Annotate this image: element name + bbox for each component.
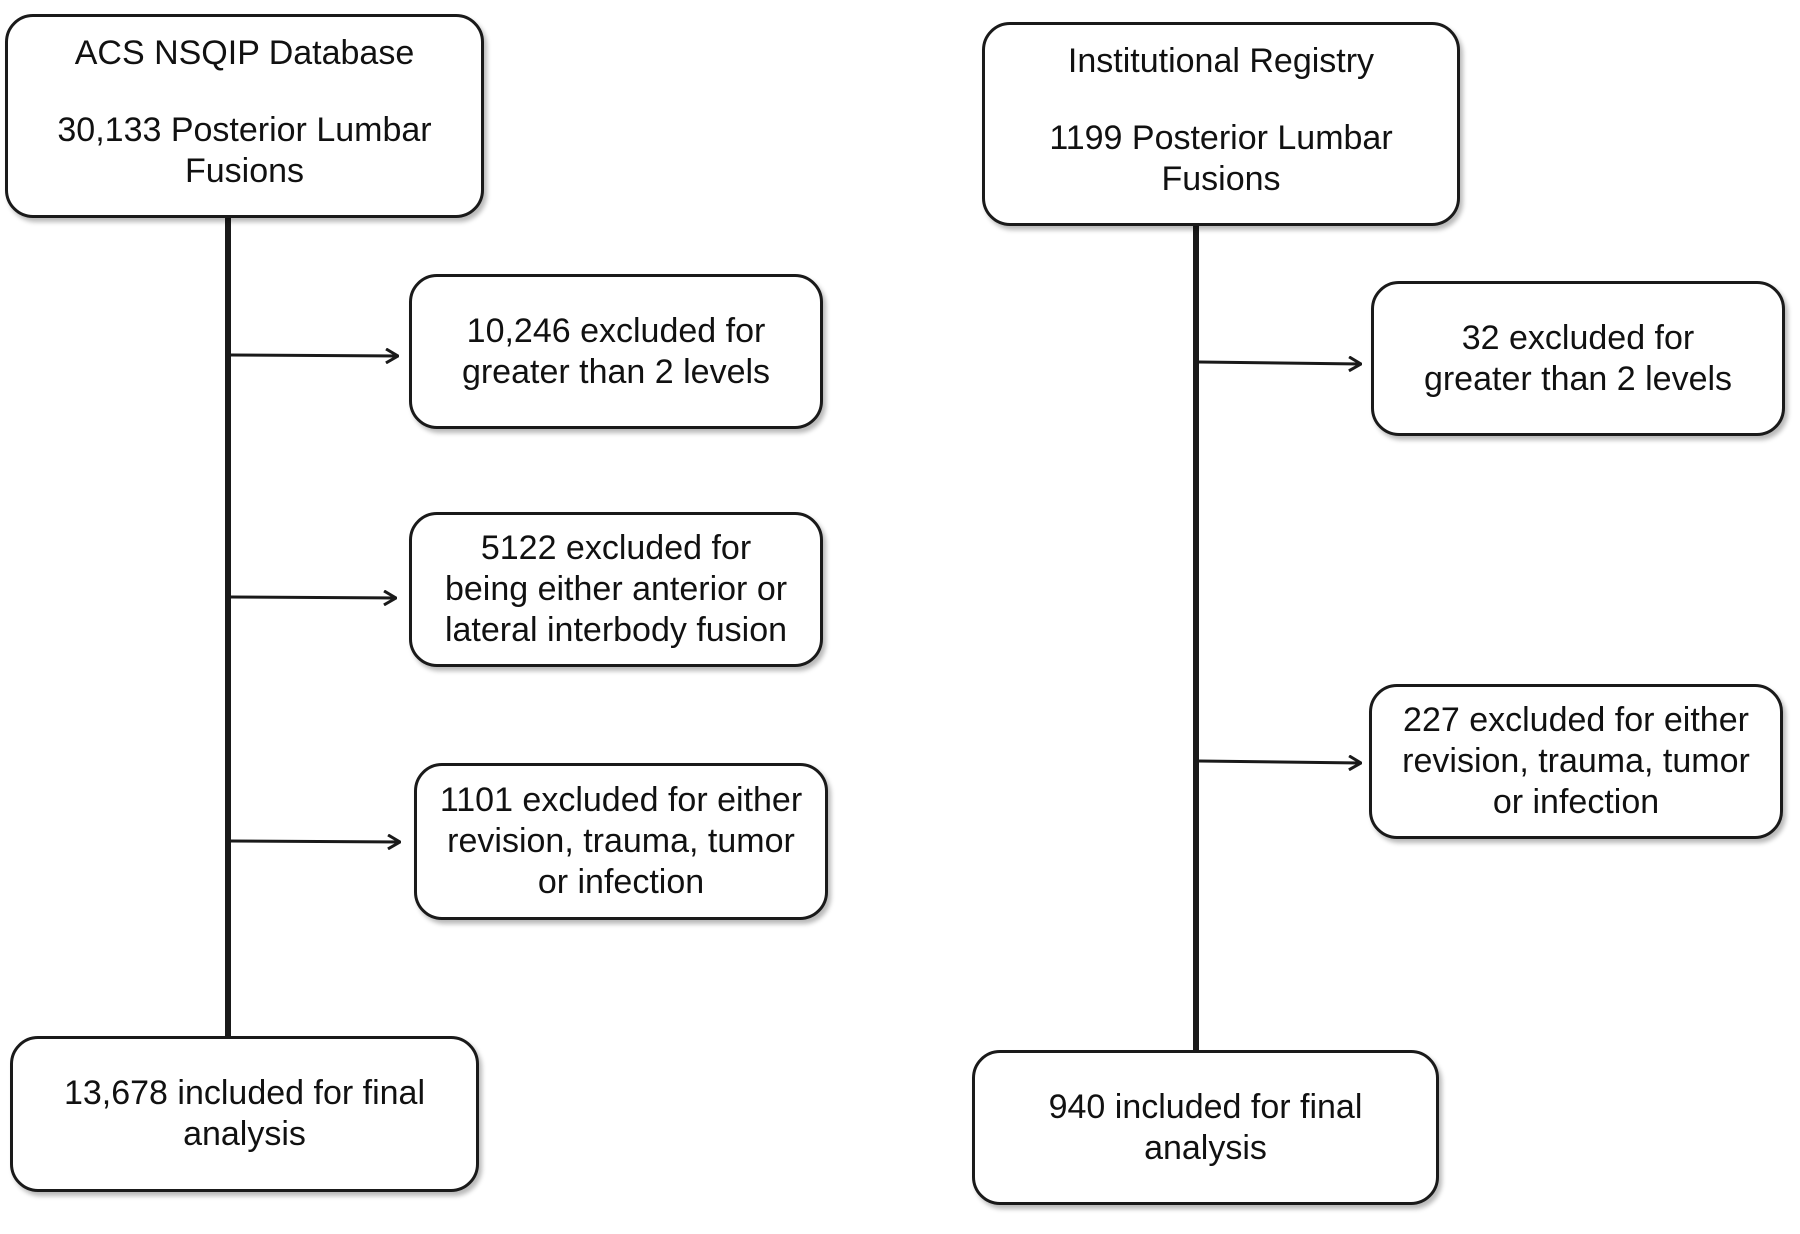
left-exclusion-box-1: 10,246 excluded for greater than 2 level… <box>409 274 823 429</box>
exclusion-text-line: or infection <box>537 863 705 901</box>
left-exclusion-arrow-2 <box>230 597 396 598</box>
exclusion-text-line: or infection <box>1492 783 1660 821</box>
right-source-box: Institutional Registry 1199 Posterior Lu… <box>982 22 1460 226</box>
exclusion-text-line: 10,246 excluded for <box>466 311 766 350</box>
right-source-count-line-2: Fusions <box>1161 160 1281 198</box>
left-exclusion-box-3: 1101 excluded for either revision, traum… <box>414 763 828 920</box>
exclusion-text-line: greater than 2 levels <box>461 352 771 391</box>
final-text-line: 13,678 included for final <box>63 1074 426 1112</box>
exclusion-text-line: 32 excluded for <box>1461 318 1695 357</box>
exclusion-text-line: revision, trauma, tumor <box>447 822 795 860</box>
exclusion-text-line: revision, trauma, tumor <box>1402 742 1750 780</box>
right-exclusion-box-2: 227 excluded for either revision, trauma… <box>1369 684 1783 839</box>
exclusion-text-line: greater than 2 levels <box>1423 359 1733 398</box>
left-source-box: ACS NSQIP Database 30,133 Posterior Lumb… <box>5 14 484 218</box>
left-exclusion-arrow-3 <box>230 841 400 842</box>
exclusion-text-line: 227 excluded for either <box>1403 701 1749 739</box>
exclusion-text-line: being either anterior or <box>444 570 788 608</box>
final-text-line: 940 included for final <box>1048 1087 1363 1126</box>
right-source-count-line-1: 1199 Posterior Lumbar <box>1049 119 1393 157</box>
exclusion-text-line: 1101 excluded for either <box>439 781 803 819</box>
final-text-line: analysis <box>1144 1128 1267 1167</box>
right-exclusion-arrow-2 <box>1198 761 1361 763</box>
exclusion-text-line: lateral interbody fusion <box>444 611 788 649</box>
left-final-box: 13,678 included for final analysis <box>10 1036 479 1192</box>
left-exclusion-box-2: 5122 excluded for being either anterior … <box>409 512 823 667</box>
left-source-title: ACS NSQIP Database <box>74 34 415 72</box>
final-text-line: analysis <box>183 1115 306 1153</box>
left-exclusion-arrow-1 <box>230 355 398 356</box>
right-final-box: 940 included for final analysis <box>972 1050 1439 1205</box>
left-source-count-line-1: 30,133 Posterior Lumbar <box>57 111 432 149</box>
exclusion-text-line: 5122 excluded for <box>480 529 752 567</box>
right-source-title: Institutional Registry <box>1067 42 1375 80</box>
right-exclusion-arrow-1 <box>1198 362 1361 364</box>
left-source-count-line-2: Fusions <box>184 152 305 190</box>
right-exclusion-box-1: 32 excluded for greater than 2 levels <box>1371 281 1785 436</box>
